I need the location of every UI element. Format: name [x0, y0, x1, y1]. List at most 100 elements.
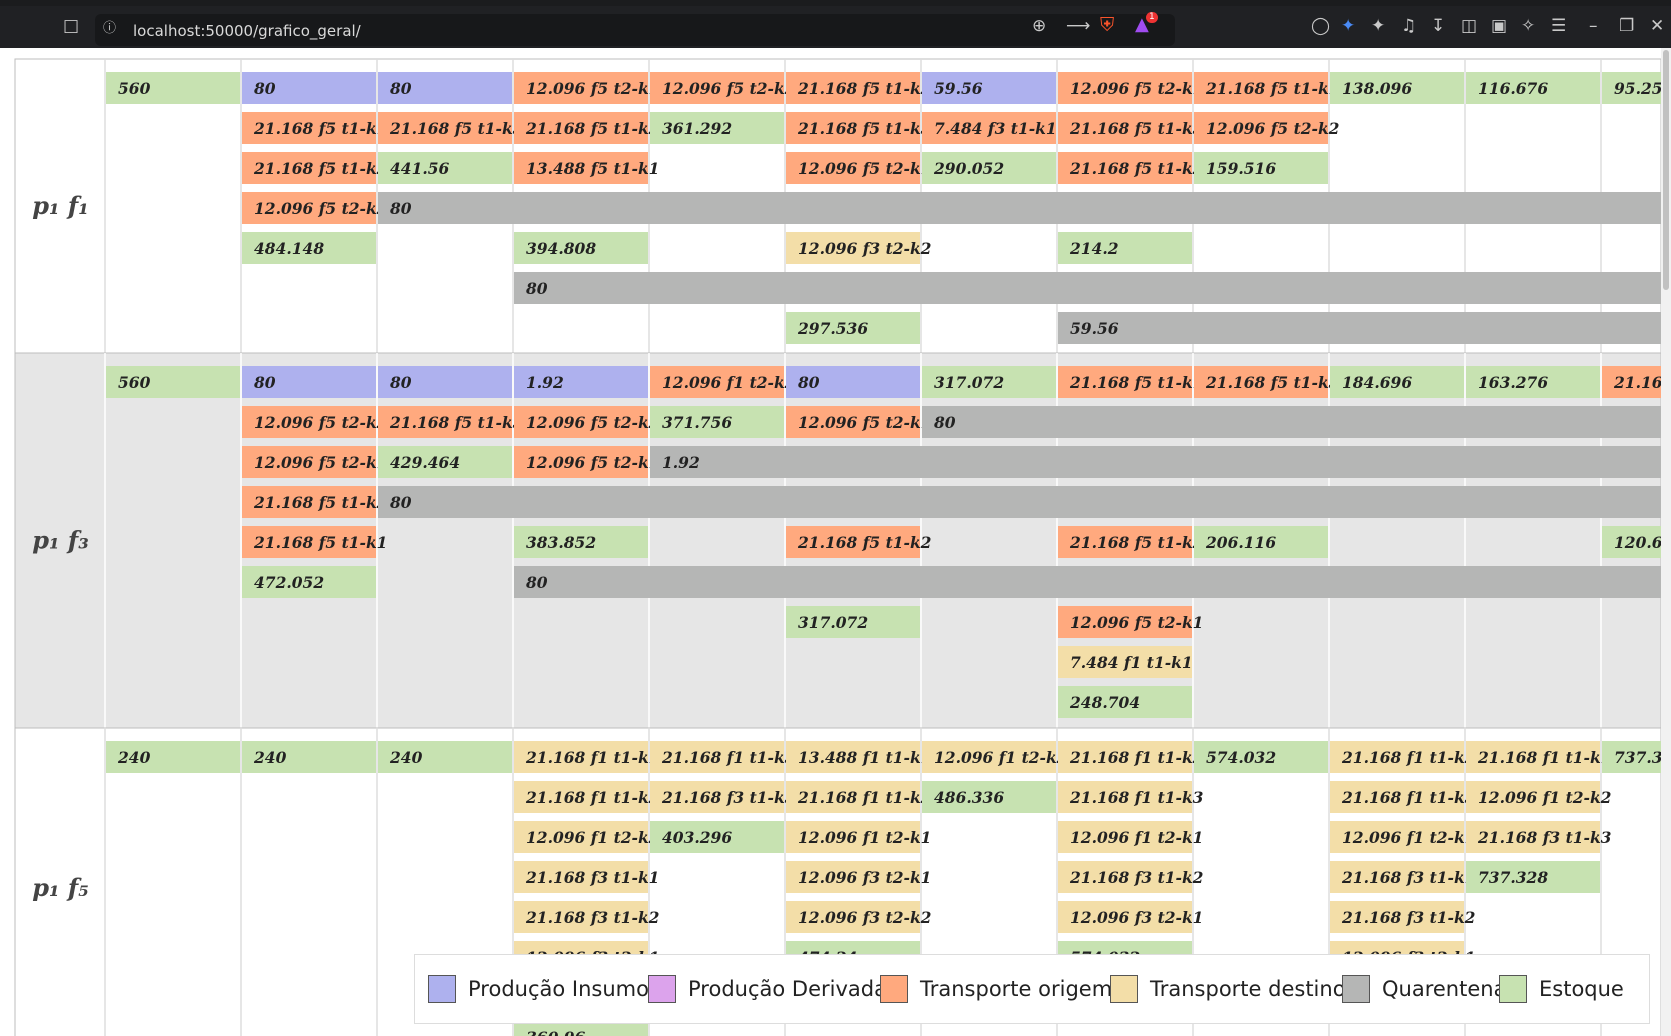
gantt-bar[interactable]	[1330, 901, 1464, 933]
gantt-bar[interactable]	[242, 486, 376, 518]
gantt-bar[interactable]	[786, 312, 920, 344]
gantt-bar[interactable]	[786, 406, 920, 438]
gantt-bar[interactable]	[514, 781, 648, 813]
gantt-bar[interactable]	[242, 446, 376, 478]
gantt-bar[interactable]	[1466, 861, 1600, 893]
gantt-bar[interactable]	[514, 152, 648, 184]
share-icon[interactable]: ⟶	[1066, 16, 1091, 36]
gantt-bar[interactable]	[242, 112, 376, 144]
gantt-bar[interactable]	[1330, 741, 1464, 773]
gantt-bar[interactable]	[1058, 861, 1192, 893]
gantt-bar[interactable]	[514, 901, 648, 933]
gantt-bar[interactable]	[378, 486, 1661, 518]
wallet-icon[interactable]: ▣	[1491, 16, 1508, 36]
gantt-bar[interactable]	[786, 901, 920, 933]
extension-glasses-icon[interactable]: ◯	[1311, 16, 1331, 36]
gantt-bar[interactable]	[378, 741, 512, 773]
gantt-bar[interactable]	[922, 152, 1056, 184]
gantt-bar[interactable]	[1602, 526, 1661, 558]
gantt-bar[interactable]	[1194, 526, 1328, 558]
gantt-bar[interactable]	[1330, 861, 1464, 893]
gantt-bar[interactable]	[514, 272, 1661, 304]
gantt-bar[interactable]	[1058, 112, 1192, 144]
brave-rewards-icon[interactable]: ▲	[1135, 14, 1149, 35]
gantt-bar[interactable]	[1466, 781, 1600, 813]
menu-icon[interactable]: ☰	[1551, 16, 1567, 36]
gantt-bar[interactable]	[650, 72, 784, 104]
gantt-bar[interactable]	[650, 112, 784, 144]
extensions-icon[interactable]: ✦	[1371, 16, 1386, 36]
gantt-bar[interactable]	[922, 366, 1056, 398]
gantt-bar[interactable]	[1058, 901, 1192, 933]
gantt-bar[interactable]	[1058, 366, 1192, 398]
gantt-bar[interactable]	[1058, 686, 1192, 718]
gantt-bar[interactable]	[1602, 741, 1661, 773]
gantt-bar[interactable]	[1602, 72, 1661, 104]
gantt-bar[interactable]	[1058, 72, 1192, 104]
gantt-bar[interactable]	[1194, 112, 1328, 144]
gantt-bar[interactable]	[514, 861, 648, 893]
gantt-bar[interactable]	[242, 232, 376, 264]
minimize-icon[interactable]: –	[1589, 16, 1598, 36]
gantt-bar[interactable]	[106, 741, 240, 773]
gantt-bar[interactable]	[514, 406, 648, 438]
gantt-bar[interactable]	[106, 72, 240, 104]
gantt-bar[interactable]	[1466, 72, 1600, 104]
gantt-bar[interactable]	[650, 781, 784, 813]
sidebar-icon[interactable]: ◫	[1461, 16, 1478, 36]
gantt-bar[interactable]	[1330, 72, 1464, 104]
gantt-bar[interactable]	[378, 112, 512, 144]
zoom-icon[interactable]: ⊕	[1032, 16, 1047, 36]
address-bar[interactable]: ⓘ	[95, 14, 1175, 46]
gantt-bar[interactable]	[1058, 232, 1192, 264]
gantt-bar[interactable]	[650, 366, 784, 398]
gantt-bar[interactable]	[1058, 152, 1192, 184]
gantt-bar[interactable]	[650, 406, 784, 438]
gantt-bar[interactable]	[1058, 312, 1661, 344]
gantt-bar[interactable]	[1058, 741, 1192, 773]
gantt-bar[interactable]	[378, 406, 512, 438]
gantt-bar[interactable]	[1194, 366, 1328, 398]
gantt-bar[interactable]	[514, 366, 648, 398]
gantt-bar[interactable]	[242, 566, 376, 598]
gantt-bar[interactable]	[922, 741, 1056, 773]
gantt-bar[interactable]	[1058, 646, 1192, 678]
gantt-bar[interactable]	[242, 192, 376, 224]
gantt-bar[interactable]	[650, 446, 1661, 478]
url-text[interactable]: localhost:50000/grafico_geral/	[133, 22, 361, 40]
maximize-icon[interactable]: ❐	[1619, 16, 1635, 36]
gantt-bar[interactable]	[786, 741, 920, 773]
extension-puzzle-blue-icon[interactable]: ✦	[1341, 16, 1356, 36]
gantt-bar[interactable]	[922, 112, 1056, 144]
gantt-bar[interactable]	[514, 821, 648, 853]
gantt-bar[interactable]	[786, 526, 920, 558]
scrollbar-thumb[interactable]	[1663, 50, 1669, 290]
gantt-bar[interactable]	[786, 781, 920, 813]
gantt-bar[interactable]	[514, 232, 648, 264]
gantt-bar[interactable]	[786, 152, 920, 184]
gantt-bar[interactable]	[514, 566, 1661, 598]
gantt-bar[interactable]	[922, 406, 1661, 438]
gantt-bar[interactable]	[1194, 72, 1328, 104]
gantt-bar[interactable]	[514, 526, 648, 558]
gantt-bar[interactable]	[1466, 366, 1600, 398]
gantt-bar[interactable]	[1466, 821, 1600, 853]
gantt-bar[interactable]	[922, 781, 1056, 813]
gantt-bar[interactable]	[786, 232, 920, 264]
download-icon[interactable]: ↧	[1431, 16, 1446, 36]
gantt-bar[interactable]	[242, 72, 376, 104]
gantt-bar[interactable]	[1602, 366, 1661, 398]
gantt-bar[interactable]	[1330, 366, 1464, 398]
gantt-bar[interactable]	[378, 72, 512, 104]
gantt-bar[interactable]	[786, 112, 920, 144]
gantt-bar[interactable]	[650, 741, 784, 773]
gantt-bar[interactable]	[514, 72, 648, 104]
gantt-bar[interactable]	[1330, 821, 1464, 853]
gantt-bar[interactable]	[514, 112, 648, 144]
gantt-bar[interactable]	[514, 741, 648, 773]
gantt-bar[interactable]	[1330, 781, 1464, 813]
gantt-bar[interactable]	[1058, 606, 1192, 638]
gantt-bar[interactable]	[786, 606, 920, 638]
brave-shield-icon[interactable]: ⛨	[1100, 14, 1115, 36]
site-info-icon[interactable]: ⓘ	[103, 21, 117, 36]
